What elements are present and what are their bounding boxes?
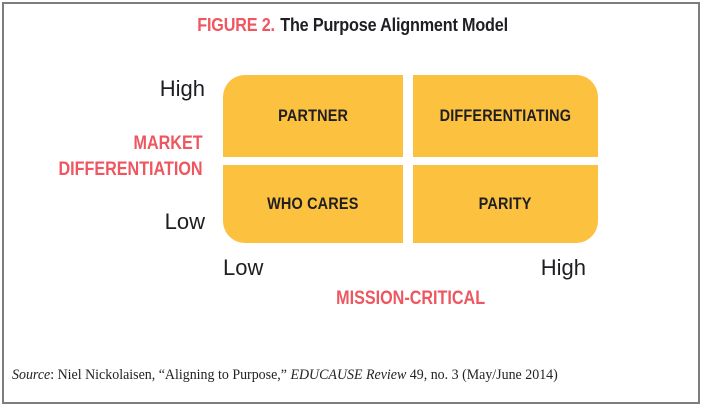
quadrant-parity: PARITY <box>413 165 598 243</box>
x-axis-title-text: MISSION-CRITICAL <box>336 288 485 309</box>
figure-number-label: FIGURE 2. <box>197 15 276 35</box>
y-axis-title-line1: MARKET <box>133 133 203 154</box>
source-note: Source: Niel Nickolaisen, “Aligning to P… <box>12 367 558 384</box>
quadrant-parity-label: PARITY <box>479 194 532 213</box>
source-segment-2: 49, no. 3 (May/June 2014) <box>406 367 558 383</box>
figure-border <box>2 2 700 404</box>
source-segment-1: : Niel Nickolaisen, “Aligning to Purpose… <box>50 367 291 383</box>
figure-title: FIGURE 2.The Purpose Alignment Model <box>0 15 706 36</box>
y-axis-title-line2: DIFFERENTIATION <box>58 159 203 180</box>
source-journal: EDUCAUSE Review <box>290 367 407 383</box>
x-axis-low-label: Low <box>223 255 264 280</box>
y-axis-high-label: High <box>159 76 205 101</box>
x-axis-title: MISSION-CRITICAL <box>223 288 598 310</box>
quadrant-partner: PARTNER <box>223 75 403 157</box>
quadrant-differentiating: DIFFERENTIATING <box>413 75 598 157</box>
figure-title-inner: FIGURE 2.The Purpose Alignment Model <box>198 15 509 36</box>
source-word: Source <box>12 367 51 383</box>
x-axis-high-label: High <box>540 255 586 280</box>
y-axis-title: MARKET DIFFERENTIATION <box>59 131 203 183</box>
y-axis-low-label: Low <box>164 209 205 234</box>
figure-title-text: The Purpose Alignment Model <box>280 15 509 35</box>
quadrant-who-cares: WHO CARES <box>223 165 403 243</box>
quadrant-who-cares-label: WHO CARES <box>267 194 359 213</box>
quadrant-partner-label: PARTNER <box>278 106 348 125</box>
quadrant-differentiating-label: DIFFERENTIATING <box>439 106 572 125</box>
